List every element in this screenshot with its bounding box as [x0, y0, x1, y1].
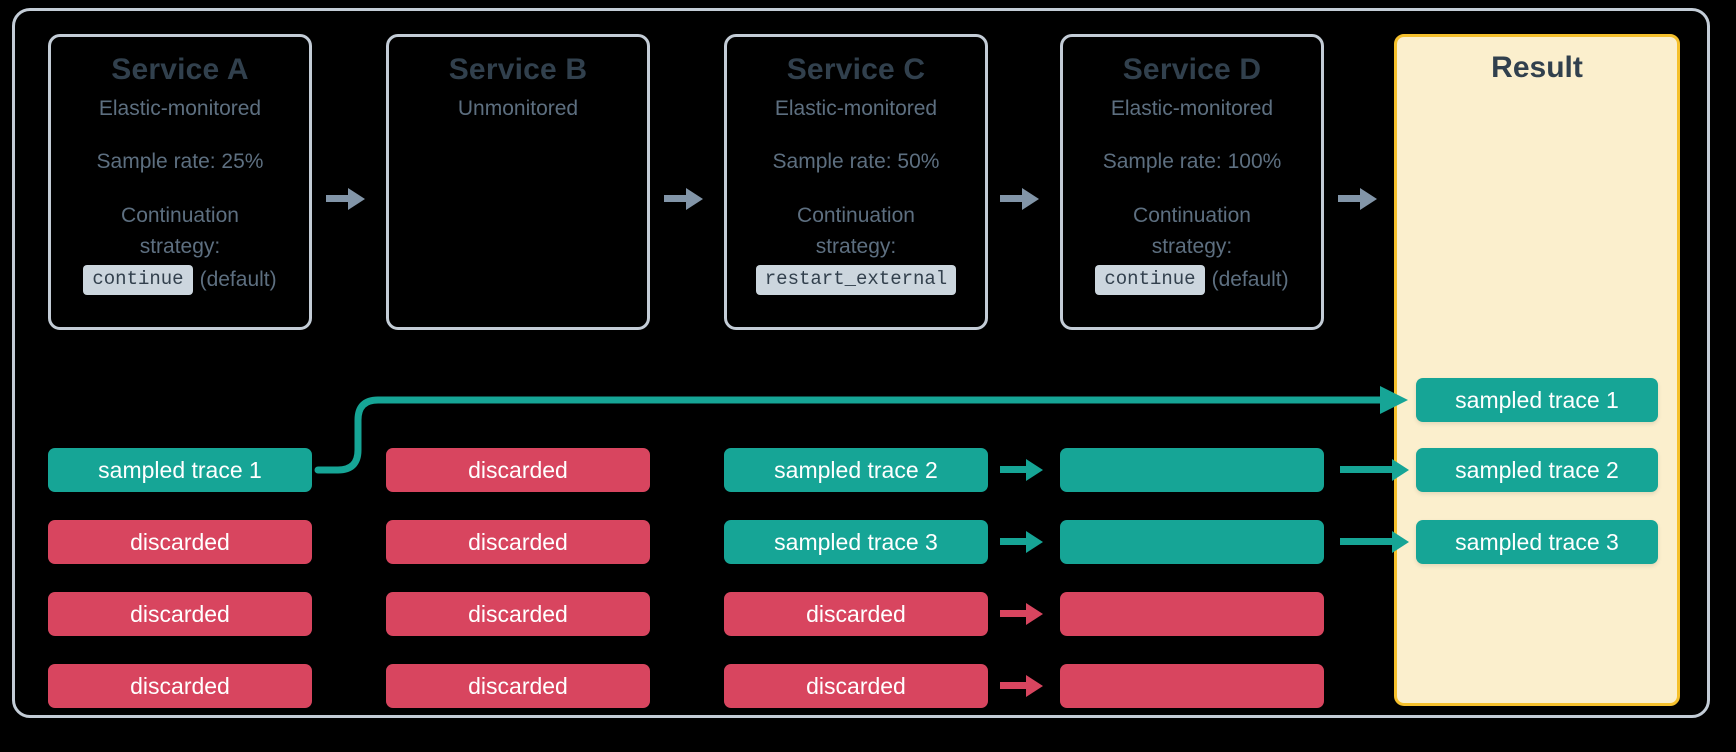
service-a-strategy-label-line2: strategy:	[139, 234, 221, 258]
service-a-title: Service A	[111, 53, 249, 86]
trace-pill-b-1: discarded	[386, 448, 650, 492]
trace-arrow-c4-to-d4-icon	[1000, 673, 1044, 699]
result-panel: Result	[1394, 34, 1680, 706]
flow-arrow-b-to-c-icon	[664, 186, 704, 212]
result-title: Result	[1491, 51, 1583, 84]
trace-pill-a-3: discarded	[48, 592, 312, 636]
trace-pill-d-2	[1060, 520, 1324, 564]
trace-arrow-c2-to-d2-icon	[1000, 529, 1044, 555]
service-d-monitoring: Elastic-monitored	[1110, 96, 1274, 120]
service-d-strategy-label-line2: strategy:	[1151, 234, 1233, 258]
service-c-strategy-label-line1: Continuation	[797, 204, 915, 228]
trace-pill-b-4: discarded	[386, 664, 650, 708]
service-a-strategy-label-line1: Continuation	[121, 204, 239, 228]
trace-arrow-c3-to-d3-icon	[1000, 601, 1044, 627]
trace-pill-a-1: sampled trace 1	[48, 448, 312, 492]
trace-arrow-c1-to-d1-icon	[1000, 457, 1044, 483]
trace-arrow-d2-to-result3-icon	[1340, 529, 1409, 555]
service-a-strategy-code: continue	[83, 264, 193, 295]
trace-pill-c-3: discarded	[724, 592, 988, 636]
service-a-strategy-row: continue (default)	[83, 264, 277, 295]
service-b-title: Service B	[448, 53, 588, 86]
trace-pill-c-2: sampled trace 3	[724, 520, 988, 564]
trace-pill-b-2: discarded	[386, 520, 650, 564]
service-d-strategy-label-line1: Continuation	[1133, 204, 1251, 228]
service-c-monitoring: Elastic-monitored	[774, 96, 938, 120]
trace-arrow-d1-to-result2-icon	[1340, 457, 1409, 483]
service-d-strategy-code: continue	[1095, 264, 1205, 295]
trace-pill-d-3	[1060, 592, 1324, 636]
service-panel-b: Service B Unmonitored	[386, 34, 650, 330]
trace-pill-c-4: discarded	[724, 664, 988, 708]
result-trace-pill-3: sampled trace 3	[1416, 520, 1658, 564]
service-a-strategy-note: (default)	[199, 267, 277, 291]
service-panel-a: Service A Elastic-monitored Sample rate:…	[48, 34, 312, 330]
trace-pill-b-3: discarded	[386, 592, 650, 636]
result-trace-pill-2: sampled trace 2	[1416, 448, 1658, 492]
service-panel-d: Service D Elastic-monitored Sample rate:…	[1060, 34, 1324, 330]
trace-pill-d-4	[1060, 664, 1324, 708]
service-c-strategy-row: restart_external	[755, 264, 957, 295]
service-panel-c: Service C Elastic-monitored Sample rate:…	[724, 34, 988, 330]
flow-arrow-d-to-result-icon	[1338, 186, 1378, 212]
trace-pill-a-4: discarded	[48, 664, 312, 708]
service-a-monitoring: Elastic-monitored	[98, 96, 262, 120]
service-d-strategy-note: (default)	[1211, 267, 1289, 291]
service-c-strategy-label-line2: strategy:	[815, 234, 897, 258]
service-d-sample-rate: Sample rate: 100%	[1102, 149, 1282, 173]
trace-pill-c-1: sampled trace 2	[724, 448, 988, 492]
trace-pill-a-2: discarded	[48, 520, 312, 564]
flow-arrow-c-to-d-icon	[1000, 186, 1040, 212]
service-d-strategy-row: continue (default)	[1095, 264, 1289, 295]
service-c-title: Service C	[786, 53, 926, 86]
flow-arrow-a-to-b-icon	[326, 186, 366, 212]
service-c-sample-rate: Sample rate: 50%	[772, 149, 940, 173]
service-a-sample-rate: Sample rate: 25%	[96, 149, 264, 173]
service-c-strategy-code: restart_external	[755, 264, 957, 295]
service-b-monitoring: Unmonitored	[457, 96, 579, 120]
result-trace-pill-1: sampled trace 1	[1416, 378, 1658, 422]
trace-pill-d-1	[1060, 448, 1324, 492]
service-d-title: Service D	[1122, 53, 1262, 86]
